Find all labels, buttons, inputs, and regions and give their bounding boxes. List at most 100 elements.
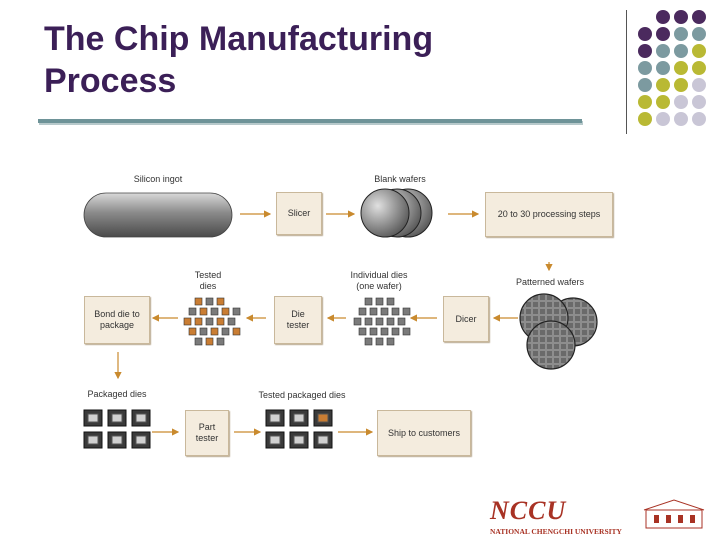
decorative-dot <box>674 78 688 92</box>
die <box>364 337 373 346</box>
logo-wordmark: NCCU <box>490 496 567 525</box>
nccu-logo: NCCU NATIONAL CHENGCHI UNIVERSITY <box>490 496 712 538</box>
decorative-dot <box>692 27 706 41</box>
patterned-wafers <box>519 293 598 370</box>
die <box>194 317 203 326</box>
die <box>210 327 219 336</box>
silicon-ingot <box>83 192 233 238</box>
die <box>375 297 384 306</box>
box-ship-to-customers: Ship to customers <box>377 410 471 456</box>
caption-patterned-wafers: Patterned wafers <box>515 277 585 287</box>
die <box>205 317 214 326</box>
decorative-dot <box>638 44 652 58</box>
die <box>221 307 230 316</box>
die <box>216 297 225 306</box>
die <box>380 327 389 336</box>
decorative-dot <box>638 78 652 92</box>
decorative-dot <box>638 61 652 75</box>
decorative-dot <box>692 78 706 92</box>
die <box>216 337 225 346</box>
die <box>391 307 400 316</box>
packaged-die-core <box>317 435 329 445</box>
box-bond-die: Bond die to package <box>84 296 150 344</box>
die <box>402 327 411 336</box>
die <box>205 337 214 346</box>
box-processing-steps: 20 to 30 processing steps <box>485 192 613 237</box>
decorative-dot <box>656 78 670 92</box>
die <box>353 317 362 326</box>
title-line-1: The Chip Manufacturing <box>44 20 434 58</box>
die <box>216 317 225 326</box>
decorative-dot <box>656 44 670 58</box>
die <box>194 297 203 306</box>
box-die-tester: Die tester <box>274 296 322 344</box>
die <box>227 317 236 326</box>
die <box>188 327 197 336</box>
decorative-dot <box>656 10 670 24</box>
die <box>358 307 367 316</box>
decorative-dot <box>692 10 706 24</box>
caption-silicon-ingot: Silicon ingot <box>133 174 183 184</box>
die <box>397 317 406 326</box>
blank-wafers <box>360 188 433 238</box>
box-dicer: Dicer <box>443 296 489 342</box>
tested-packaged-dies-grid <box>265 409 333 449</box>
decorative-dot <box>656 61 670 75</box>
dot-grid-divider <box>626 10 627 134</box>
decorative-dot <box>638 112 652 126</box>
packaged-die-core <box>87 413 99 423</box>
caption-tested-dies: Tested dies <box>194 270 222 291</box>
packaged-die-core <box>269 435 281 445</box>
die <box>391 327 400 336</box>
decorative-dot <box>656 27 670 41</box>
decorative-dot <box>692 61 706 75</box>
packaged-dies-grid <box>83 409 151 449</box>
die <box>205 297 214 306</box>
decorative-dot <box>656 95 670 109</box>
decorative-dot <box>674 44 688 58</box>
flow-arrows <box>114 210 553 436</box>
packaged-die-core <box>87 435 99 445</box>
die <box>199 327 208 336</box>
packaged-die-core <box>317 413 329 423</box>
decorative-dot <box>674 112 688 126</box>
packaged-die-core <box>135 435 147 445</box>
slide-title: The Chip Manufacturing Process <box>44 18 433 102</box>
die <box>364 317 373 326</box>
die <box>188 307 197 316</box>
die <box>232 327 241 336</box>
decorative-dot <box>638 95 652 109</box>
decorative-dot <box>656 112 670 126</box>
tested-dies <box>183 297 241 346</box>
die <box>386 337 395 346</box>
box-slicer: Slicer <box>276 192 322 235</box>
decorative-dot <box>674 95 688 109</box>
decorative-dot <box>692 44 706 58</box>
decorative-dot <box>692 112 706 126</box>
packaged-die-core <box>111 413 123 423</box>
die <box>364 297 373 306</box>
packaged-die-core <box>135 413 147 423</box>
die <box>358 327 367 336</box>
decorative-dot-grid <box>626 10 720 134</box>
decorative-dot <box>674 61 688 75</box>
caption-individual-dies: Individual dies (one wafer) <box>350 270 408 291</box>
die <box>232 307 241 316</box>
packaged-die-core <box>293 435 305 445</box>
die <box>369 307 378 316</box>
packaged-die-core <box>293 413 305 423</box>
die <box>375 317 384 326</box>
die <box>221 327 230 336</box>
die <box>380 307 389 316</box>
decorative-dot <box>674 27 688 41</box>
die <box>199 307 208 316</box>
packaged-die-core <box>111 435 123 445</box>
die <box>194 337 203 346</box>
decorative-dot <box>692 95 706 109</box>
title-line-2: Process <box>44 62 177 100</box>
packaged-die-core <box>269 413 281 423</box>
die <box>183 317 192 326</box>
die <box>386 317 395 326</box>
